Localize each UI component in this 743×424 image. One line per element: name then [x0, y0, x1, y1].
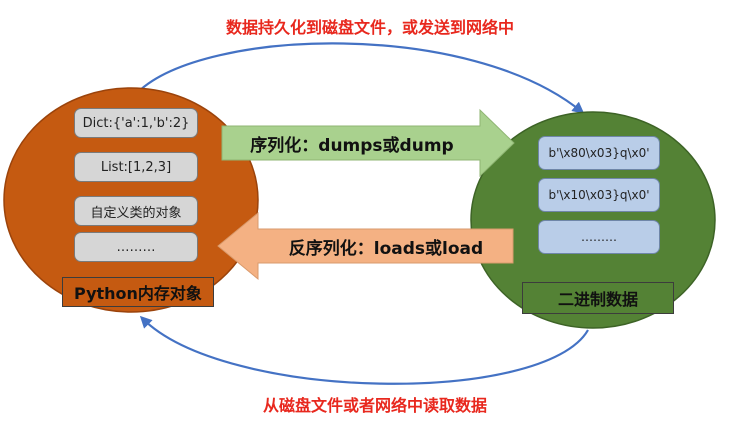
serialize-label: 序列化：dumps或dump [250, 135, 454, 156]
binary-more-box: ……… [538, 220, 660, 254]
list-object-box: List:[1,2,3] [74, 152, 198, 182]
binary-item-box-1: b'\x80\x03}q\x0' [538, 136, 660, 170]
dict-object-box: Dict:{'a':1,'b':2} [74, 108, 198, 138]
python-memory-label: Python内存对象 [62, 277, 214, 307]
read-cycle-arrow [139, 315, 589, 385]
binary-data-label: 二进制数据 [522, 282, 674, 314]
deserialize-arrow [217, 211, 514, 281]
deserialize-label: 反序列化：loads或load [288, 238, 484, 259]
more-objects-box: ……… [74, 232, 198, 262]
read-caption: 从磁盘文件或者网络中读取数据 [262, 396, 487, 415]
custom-class-object-box: 自定义类的对象 [74, 196, 198, 226]
serialize-arrow [221, 108, 515, 178]
persist-caption: 数据持久化到磁盘文件，或发送到网络中 [225, 18, 514, 37]
binary-item-box-2: b'\x10\x03}q\x0' [538, 178, 660, 212]
persist-cycle-arrow [137, 42, 585, 114]
